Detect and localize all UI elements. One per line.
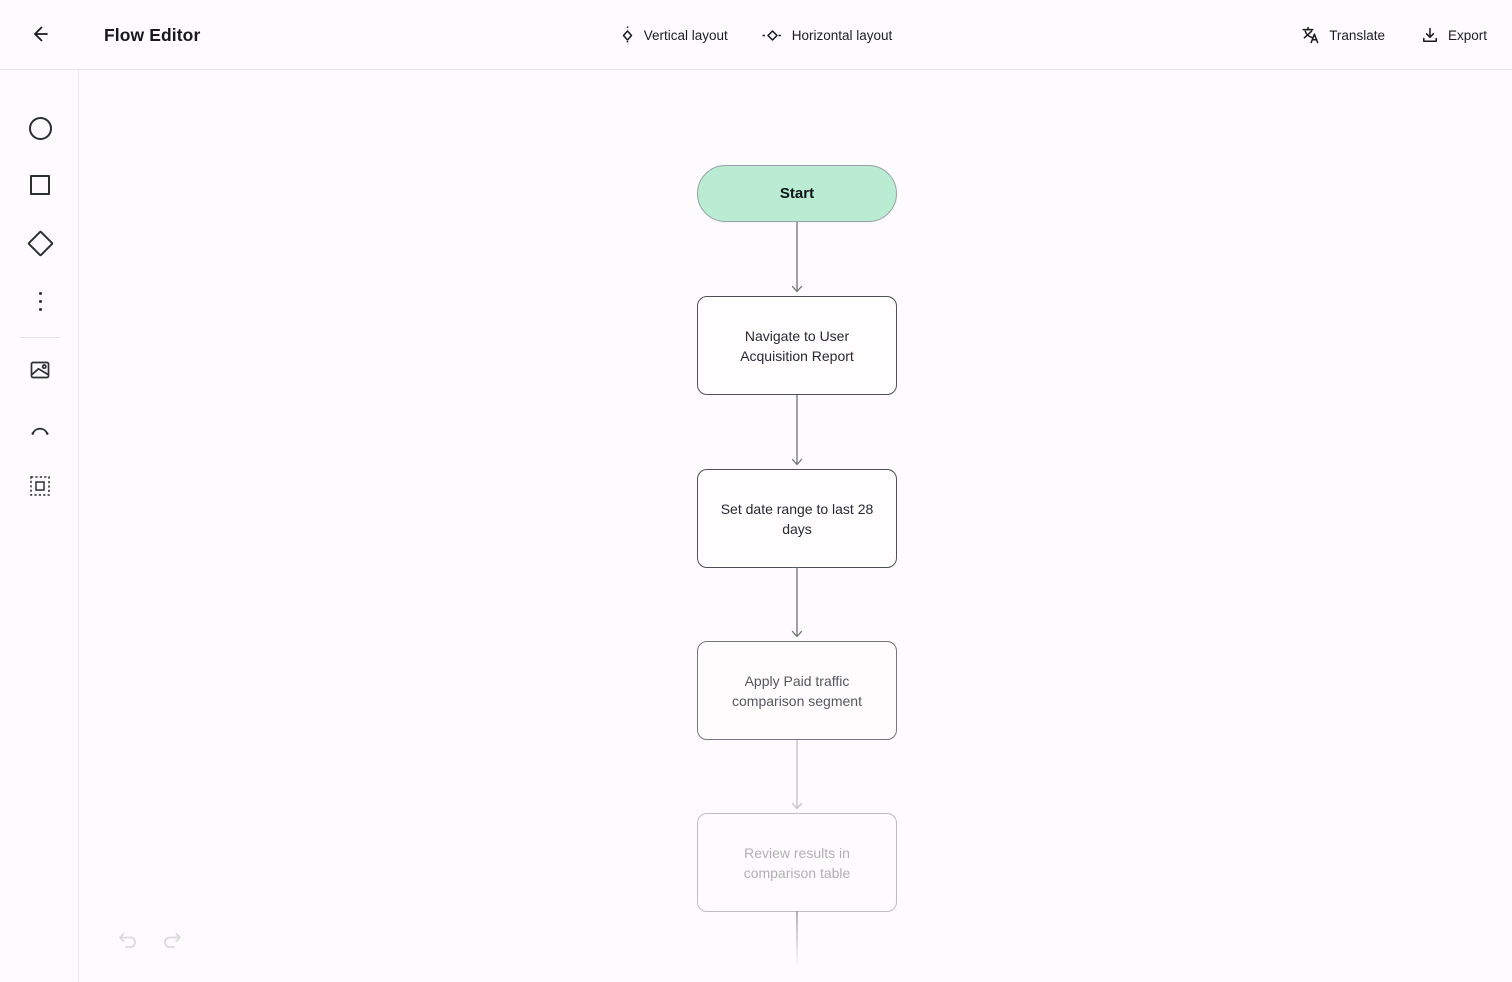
- flow-node-step2[interactable]: Set date range to last 28 days: [697, 469, 897, 568]
- flow-column: Start Navigate to User Acquisition Repor…: [697, 0, 897, 982]
- undo-button[interactable]: [112, 925, 144, 957]
- page-title: Flow Editor: [104, 24, 201, 45]
- redo-button[interactable]: [156, 925, 188, 957]
- translate-button[interactable]: Translate: [1301, 26, 1385, 44]
- toolbar-divider: [20, 337, 60, 338]
- download-icon: [1421, 26, 1439, 44]
- topbar: Flow Editor Vertical layout Horizontal: [0, 0, 1512, 70]
- horizontal-layout-icon: [762, 27, 783, 44]
- flow-node-step4-label: Review results in comparison table: [743, 844, 851, 881]
- topbar-actions: Translate Export: [1301, 0, 1487, 70]
- more-tools-button[interactable]: [20, 281, 60, 321]
- flow-edge-step1-step2: [791, 395, 803, 469]
- image-icon: [28, 358, 52, 385]
- circle-icon: [28, 116, 52, 140]
- arrow-left-icon: [29, 23, 51, 48]
- back-button[interactable]: [20, 15, 60, 55]
- flow-edge-step2-step3: [791, 567, 803, 641]
- undo-icon: [115, 928, 141, 955]
- export-label: Export: [1447, 27, 1487, 43]
- square-icon: [30, 175, 50, 195]
- diamond-icon: [26, 229, 54, 257]
- arc-icon: [28, 417, 52, 444]
- flow-node-start-label: Start: [779, 185, 815, 202]
- image-tool-button[interactable]: [20, 351, 60, 391]
- flow-edge-start-step1: [791, 222, 803, 296]
- select-area-tool-button[interactable]: [20, 467, 60, 507]
- horizontal-layout-button[interactable]: Horizontal layout: [762, 27, 893, 44]
- flow-node-start[interactable]: Start: [697, 165, 897, 222]
- layout-switcher: Vertical layout Horizontal layout: [0, 0, 1512, 70]
- flow-node-step4[interactable]: Review results in comparison table: [697, 813, 897, 912]
- flow-node-step3-label: Apply Paid traffic comparison segment: [732, 672, 862, 709]
- diamond-tool-button[interactable]: [20, 223, 60, 263]
- export-button[interactable]: Export: [1421, 26, 1487, 44]
- flow-edge-step4-out: [796, 911, 798, 967]
- translate-icon: [1301, 26, 1320, 44]
- flow-node-step1[interactable]: Navigate to User Acquisition Report: [697, 296, 897, 395]
- ellipsis-vertical-icon: [38, 291, 42, 311]
- flow-edge-step3-step4: [791, 739, 803, 813]
- square-tool-button[interactable]: [20, 165, 60, 205]
- circle-tool-button[interactable]: [20, 108, 60, 148]
- flow-node-step3[interactable]: Apply Paid traffic comparison segment: [697, 641, 897, 740]
- arc-tool-button[interactable]: [20, 410, 60, 450]
- horizontal-layout-label: Horizontal layout: [791, 27, 893, 43]
- vertical-layout-icon: [620, 26, 635, 45]
- redo-icon: [159, 928, 185, 955]
- selection-box-icon: [29, 475, 51, 500]
- vertical-layout-label: Vertical layout: [643, 27, 728, 43]
- translate-label: Translate: [1329, 27, 1385, 43]
- flow-node-step2-label: Set date range to last 28 days: [720, 500, 874, 537]
- flow-node-step1-label: Navigate to User Acquisition Report: [740, 327, 854, 364]
- shape-toolbar: [0, 0, 79, 982]
- flow-canvas[interactable]: Start Navigate to User Acquisition Repor…: [79, 70, 1512, 982]
- vertical-layout-button[interactable]: Vertical layout: [620, 26, 728, 45]
